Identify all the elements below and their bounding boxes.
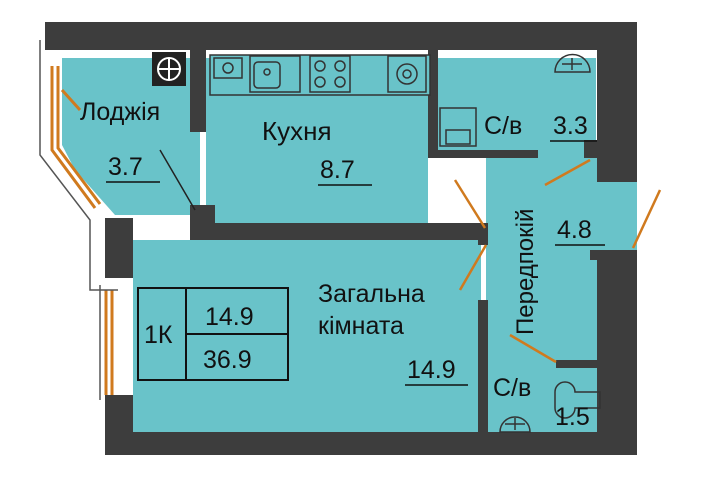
window-frame (39, 40, 118, 400)
loggia-window (50, 66, 97, 209)
floor-areas (62, 58, 637, 432)
bath-top-area: 3.3 (553, 112, 588, 140)
summary-rooms-label: 1К (144, 321, 173, 349)
area-summary: 1К 14.9 36.9 (137, 287, 289, 381)
kitchen-area: 8.7 (320, 156, 355, 184)
washing-machine-icon (387, 55, 427, 93)
hallway-name: Передпокій (512, 209, 539, 335)
doors (453, 158, 662, 364)
living-name-line2: кімната (318, 312, 404, 340)
sink-icon (213, 55, 301, 93)
living-name-line1: Загальна (318, 280, 425, 308)
door-lines (159, 149, 196, 211)
loggia-name: Лоджія (80, 98, 160, 126)
summary-total-area: 36.9 (203, 346, 252, 374)
bath-bottom-area: 1.5 (555, 403, 590, 431)
hallway-area: 4.8 (557, 216, 592, 244)
boiler-icon (152, 52, 186, 86)
shower-icon (499, 53, 601, 433)
summary-living-area: 14.9 (205, 303, 254, 331)
living-area: 14.9 (407, 356, 456, 384)
kitchen-name: Кухня (262, 116, 332, 146)
interior-walls (105, 50, 600, 438)
toilet-icon (439, 107, 477, 147)
bath-bottom-name: С/в (493, 374, 531, 402)
stove-icon (309, 55, 351, 93)
room-labels: Лоджія 3.7 Кухня 8.7 С/в 3.3 Передпокій … (80, 98, 605, 431)
windows (50, 66, 114, 395)
bath-top-name: С/в (484, 112, 522, 140)
loggia-area: 3.7 (108, 153, 143, 181)
